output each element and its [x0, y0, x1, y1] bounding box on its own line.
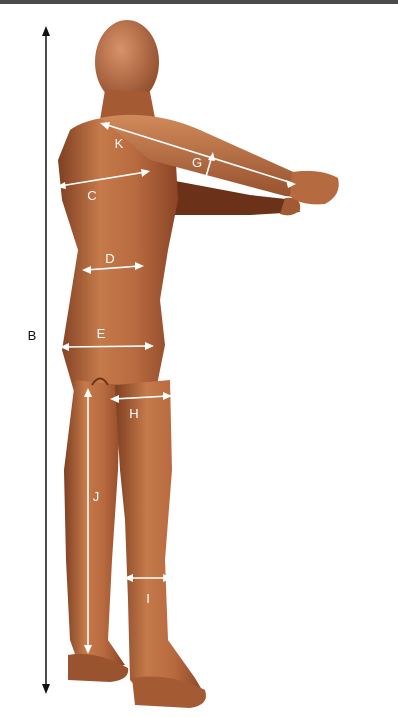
label-d: D: [105, 251, 114, 266]
right-fist: [290, 171, 339, 204]
label-b: B: [28, 328, 37, 343]
right-leg: [64, 380, 125, 668]
label-j: J: [93, 489, 100, 504]
arrowhead-g-bottom: [202, 175, 209, 184]
arrowhead-i-end: [163, 574, 172, 582]
label-h: H: [129, 406, 138, 421]
label-g: G: [192, 155, 202, 170]
arrowhead-b-bottom: [42, 684, 50, 694]
arrowhead-b-top: [42, 26, 50, 36]
line-e: [64, 346, 150, 347]
left-leg: [115, 380, 205, 702]
label-i: I: [146, 591, 150, 606]
label-k: K: [115, 136, 124, 151]
label-e: E: [97, 326, 106, 341]
label-c: C: [87, 188, 96, 203]
human-figure: [58, 20, 339, 708]
